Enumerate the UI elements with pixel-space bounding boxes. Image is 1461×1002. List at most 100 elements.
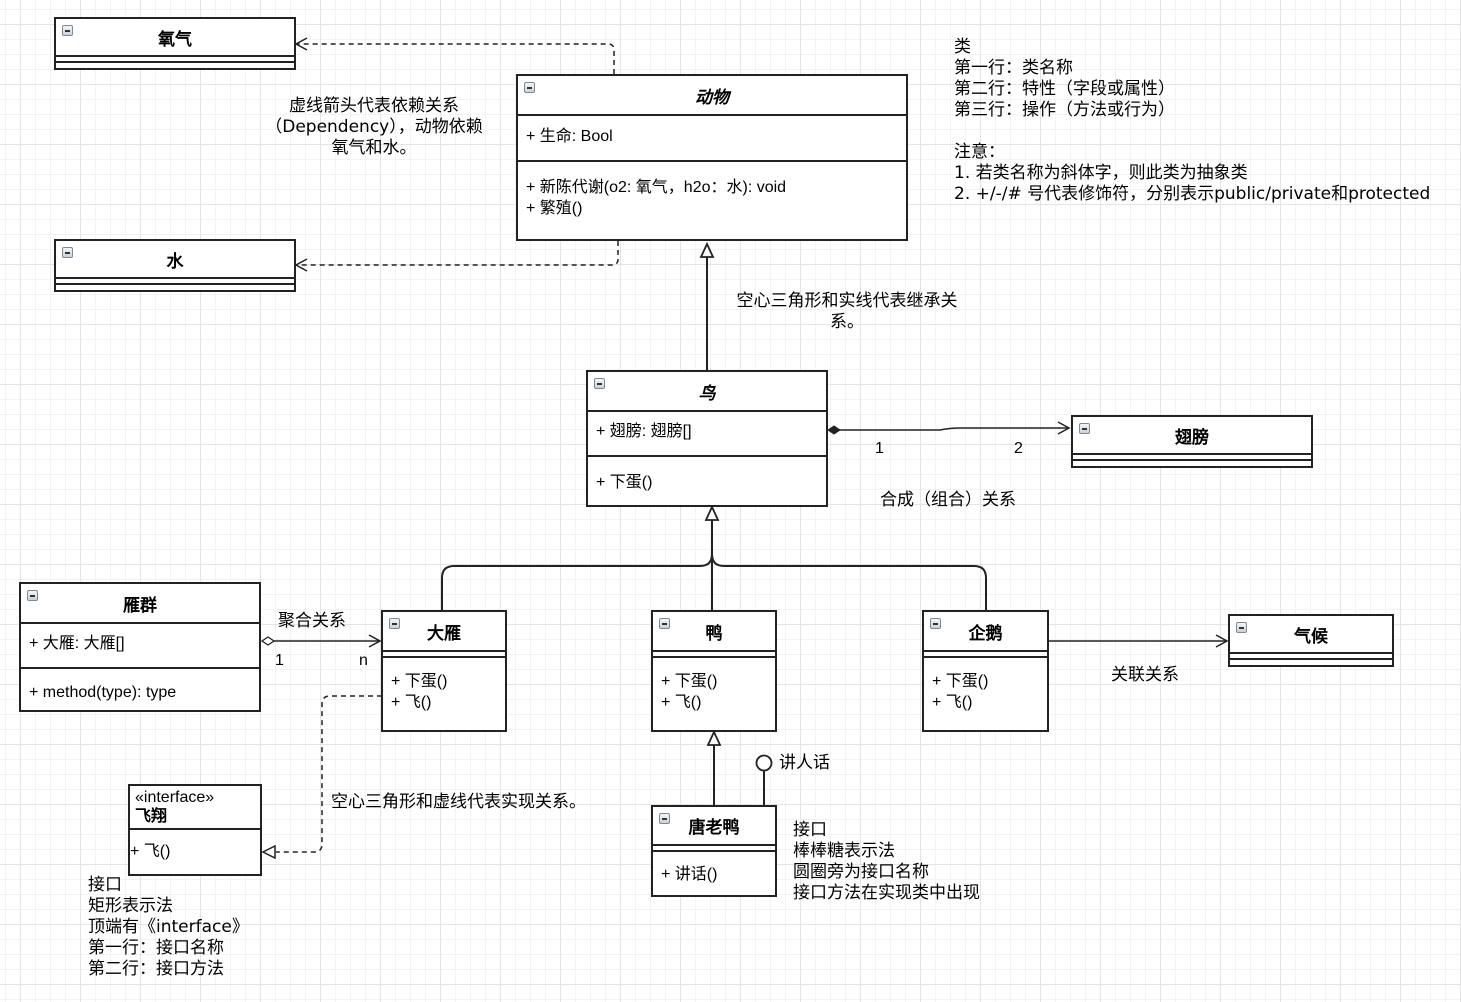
operation: + 下蛋() (596, 474, 653, 491)
operations-section: + 讲话() (653, 852, 775, 885)
collapse-icon[interactable] (389, 618, 400, 629)
note-line: 第三行：操作（方法或行为） (954, 100, 1175, 120)
class-wing[interactable]: 翅膀 (1071, 415, 1313, 468)
note-line: 第二行：特性（字段或属性） (954, 79, 1175, 99)
class-bird[interactable]: 鸟 + 翅膀: 翅膀[] + 下蛋() (586, 370, 828, 507)
lollipop-label: 讲人话 (779, 753, 830, 773)
operation: + 下蛋() (391, 673, 448, 690)
collapse-icon[interactable] (1079, 423, 1090, 434)
note-line: 顶端有《interface》 (88, 917, 249, 937)
operations-section: + 下蛋() + 飞() (653, 658, 775, 713)
class-name: 鸭 (705, 623, 723, 643)
composition-line (830, 421, 1071, 435)
class-goose[interactable]: 大雁 + 下蛋() + 飞() (381, 610, 507, 732)
note-line: 系。 (830, 312, 864, 332)
class-name: 雁群 (123, 595, 157, 615)
class-oxygen[interactable]: 氧气 (54, 17, 296, 70)
class-goose-flock[interactable]: 雁群 + 大雁: 大雁[] + method(type): type (19, 582, 261, 712)
class-name: 鸟 (698, 383, 716, 403)
multiplicity-aggregation-source: 1 (275, 652, 284, 669)
note-composition: 合成（组合）关系 (880, 490, 1016, 510)
class-donald-duck[interactable]: 唐老鸭 + 讲话() (651, 805, 777, 897)
note-realization: 空心三角形和虚线代表实现关系。 (331, 792, 586, 812)
inheritance-triangle-bird (704, 504, 720, 521)
multiplicity-composition-source: 1 (875, 440, 884, 457)
realization-triangle (261, 844, 276, 860)
attribute: + 生命: Bool (526, 128, 613, 145)
note-class-legend: 类 第一行：类名称 第二行：特性（字段或属性） 第三行：操作（方法或行为） 注意… (954, 37, 1430, 205)
note-line: 圆圈旁为接口名称 (793, 862, 929, 882)
interface-fly[interactable]: «interface» 飞翔 + 飞() (128, 784, 262, 876)
note-line (954, 121, 1430, 142)
note-line: 虚线箭头代表依赖关系 (289, 96, 459, 116)
collapse-icon[interactable] (524, 82, 535, 93)
collapse-icon[interactable] (1236, 622, 1247, 633)
class-climate[interactable]: 气候 (1228, 614, 1394, 667)
dependency-line-water (294, 241, 619, 272)
note-line: 棒棒糖表示法 (793, 841, 895, 861)
collapse-icon[interactable] (62, 247, 73, 258)
note-aggregation: 聚合关系 (278, 611, 346, 631)
multiplicity-aggregation-target: n (359, 652, 368, 669)
note-inheritance: 空心三角形和实线代表继承关 系。 (722, 291, 972, 333)
note-dependency: 虚线箭头代表依赖关系 （Dependency），动物依赖 氧气和水。 (258, 96, 490, 159)
attributes-section (653, 652, 775, 658)
operation: + 飞() (932, 694, 973, 711)
class-animal[interactable]: 动物 + 生命: Bool + 新陈代谢(o2: 氧气，h2o：水): void… (516, 74, 908, 241)
note-line: 第一行：接口名称 (88, 938, 224, 958)
operations-section (1073, 461, 1311, 465)
operations-section (56, 285, 294, 289)
class-name: 企鹅 (968, 623, 1003, 643)
collapse-icon[interactable] (930, 618, 941, 629)
operations-section: + 下蛋() (588, 457, 826, 493)
inheritance-triangle-duck (706, 729, 722, 746)
note-association: 关联关系 (1111, 665, 1179, 685)
attribute: + 大雁: 大雁[] (29, 635, 125, 652)
attributes-section (1230, 654, 1392, 660)
operation: + 讲话() (661, 866, 718, 883)
operations-section: + 新陈代谢(o2: 氧气，h2o：水): void + 繁殖() (518, 162, 906, 219)
class-water[interactable]: 水 (54, 239, 296, 292)
note-line: 接口 (793, 820, 827, 840)
note-interface-rect: 接口 矩形表示法 顶端有《interface》 第一行：接口名称 第二行：接口方… (88, 875, 249, 980)
lollipop-interface-icon (755, 754, 773, 772)
class-name: 唐老鸭 (688, 818, 740, 837)
class-penguin[interactable]: 企鹅 + 下蛋() + 飞() (922, 610, 1049, 732)
collapse-icon[interactable] (659, 813, 670, 824)
realization-line (276, 695, 382, 853)
operation: + 飞() (661, 694, 702, 711)
operations-section: + 下蛋() + 飞() (924, 658, 1047, 713)
attributes-section (56, 57, 294, 63)
attributes-section (56, 279, 294, 285)
note-line: 接口方法在实现类中出现 (793, 883, 980, 903)
collapse-icon[interactable] (659, 618, 670, 629)
class-name: 大雁 (427, 623, 461, 643)
operation: + 繁殖() (526, 200, 583, 217)
operations-section: + method(type): type (21, 669, 259, 703)
operation: + 飞() (130, 843, 171, 860)
operation: + 飞() (391, 694, 432, 711)
collapse-icon[interactable] (27, 590, 38, 601)
operation: + 新陈代谢(o2: 氧气，h2o：水): void (526, 179, 787, 196)
class-name: 氧气 (158, 29, 192, 49)
interface-name: 飞翔 (135, 808, 168, 825)
note-line: 类 (954, 37, 971, 57)
note-line: 注意： (954, 142, 1005, 162)
collapse-icon[interactable] (594, 378, 605, 389)
composition-diamond (827, 425, 841, 435)
note-line: （Dependency），动物依赖 (265, 117, 483, 137)
operations-section: + 下蛋() + 飞() (383, 658, 505, 713)
operation: + 下蛋() (661, 673, 718, 690)
attributes-section: + 翅膀: 翅膀[] (588, 412, 826, 457)
collapse-icon[interactable] (62, 25, 73, 36)
note-line: 第二行：接口方法 (88, 959, 224, 979)
aggregation-diamond (260, 636, 276, 646)
dependency-line-oxygen (294, 37, 615, 74)
note-line: 1. 若类名称为斜体字，则此类为抽象类 (954, 163, 1248, 183)
class-duck[interactable]: 鸭 + 下蛋() + 飞() (651, 610, 777, 732)
inheritance-line-penguin (711, 553, 987, 610)
note-line: 第一行：类名称 (954, 58, 1073, 78)
operation: + method(type): type (29, 684, 177, 701)
attributes-section: + 生命: Bool (518, 116, 906, 162)
note-interface-lollipop: 接口 棒棒糖表示法 圆圈旁为接口名称 接口方法在实现类中出现 (793, 820, 980, 904)
